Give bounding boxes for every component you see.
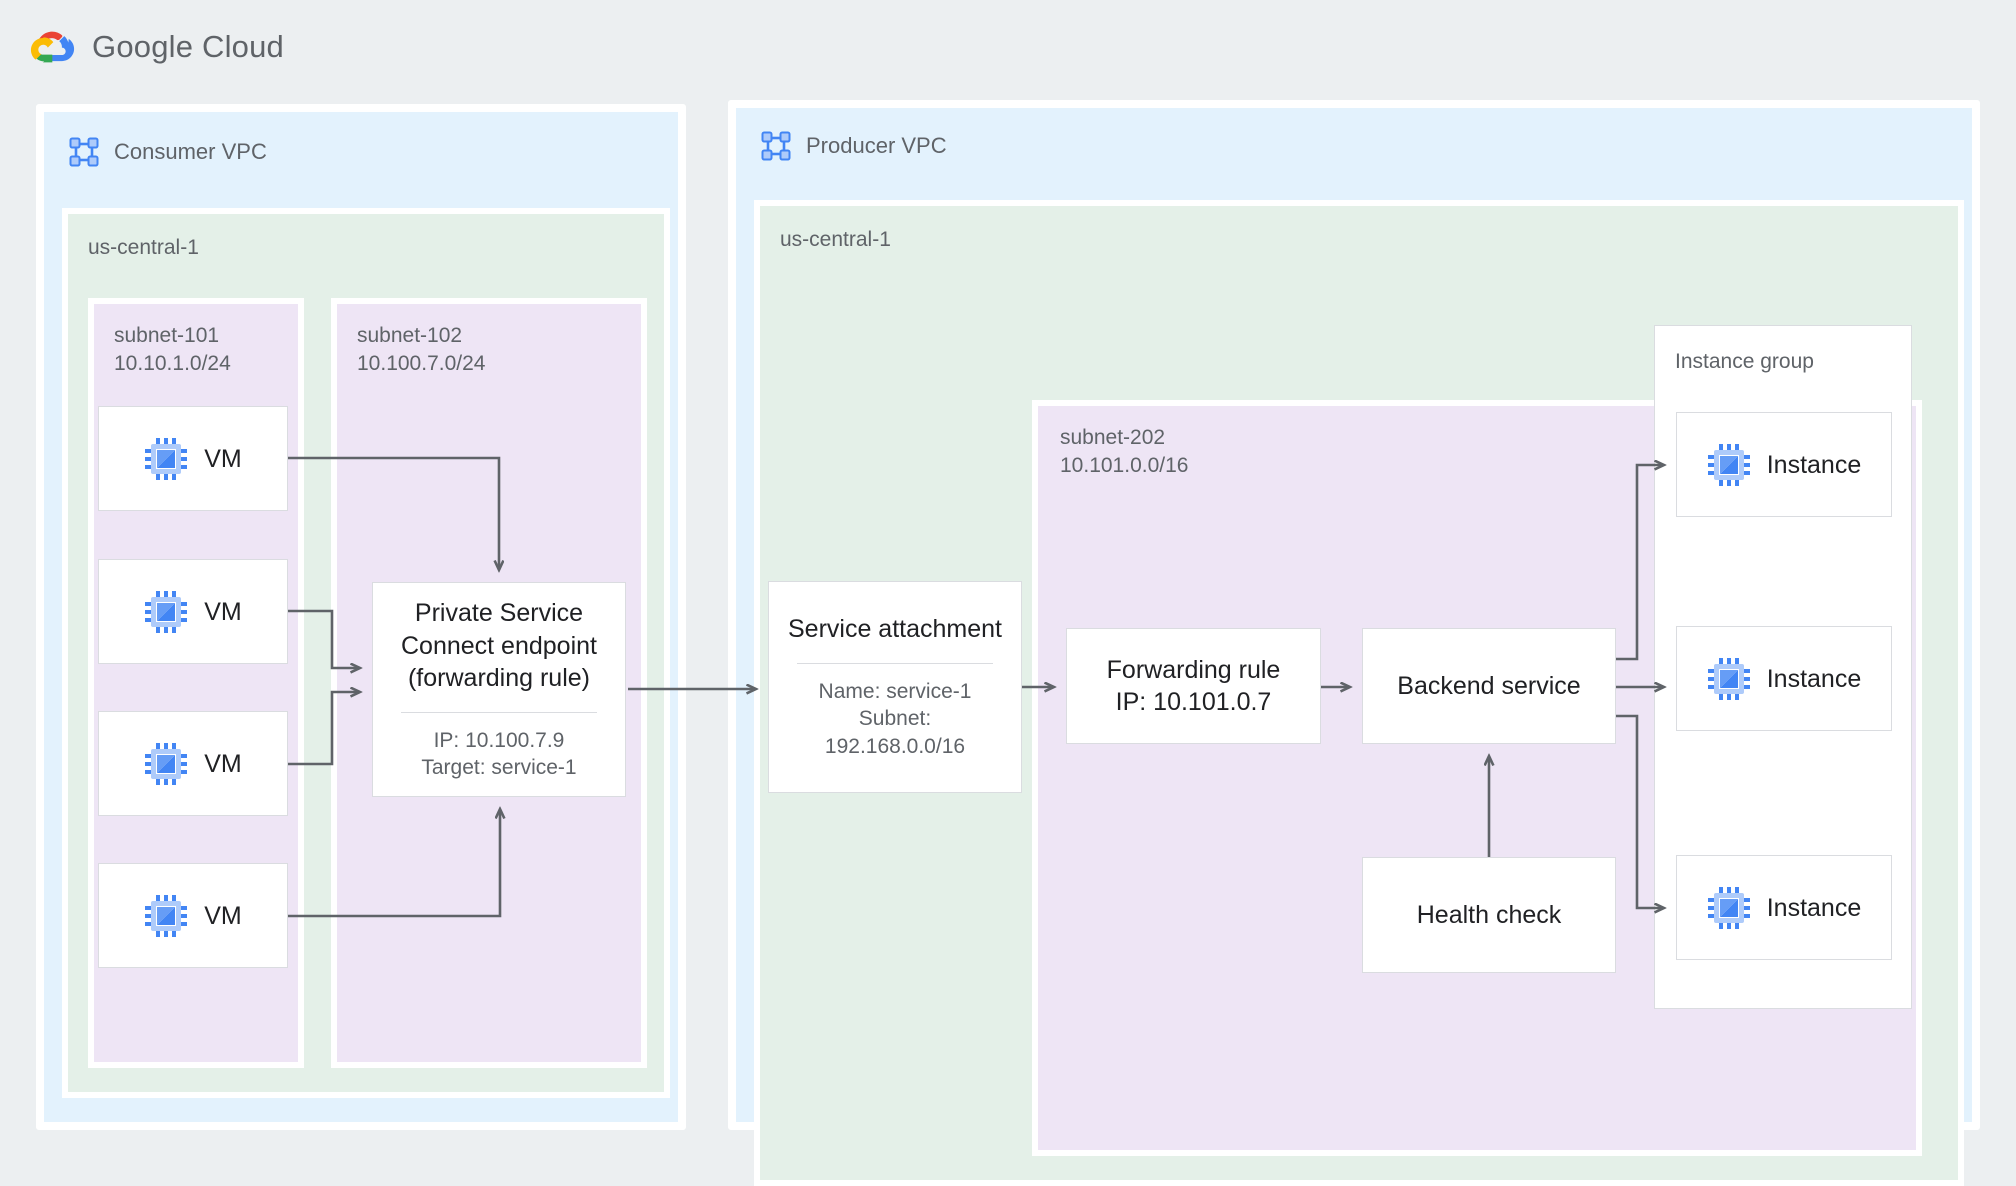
producer-vpc-title: Producer VPC bbox=[760, 130, 947, 162]
subnet-101-name: subnet-101 bbox=[114, 324, 220, 347]
instance-group-label: Instance group bbox=[1675, 350, 1814, 373]
brand-header: Google Cloud bbox=[30, 24, 284, 70]
health-check-node[interactable]: Health check bbox=[1362, 857, 1616, 973]
vpc-network-icon bbox=[761, 131, 791, 161]
consumer-vm-3[interactable]: VM bbox=[98, 711, 288, 816]
instance-1-label: Instance bbox=[1766, 450, 1862, 479]
vm-chip-icon bbox=[145, 437, 188, 480]
vm-chip-icon bbox=[1707, 657, 1750, 700]
consumer-vpc-label: Consumer VPC bbox=[114, 139, 267, 164]
vm-chip-icon bbox=[1707, 886, 1750, 929]
brand-wordmark: Google Cloud bbox=[92, 29, 284, 64]
psc-endpoint-divider bbox=[400, 711, 598, 713]
producer-vpc-label: Producer VPC bbox=[806, 133, 947, 158]
instance-3[interactable]: Instance bbox=[1676, 855, 1892, 960]
psc-endpoint-node[interactable]: Private Service Connect endpoint (forwar… bbox=[372, 582, 626, 797]
subnet-202-label: subnet-202 10.101.0.0/16 bbox=[1060, 424, 1188, 479]
subnet-202-name: subnet-202 bbox=[1060, 426, 1166, 449]
backend-service-node[interactable]: Backend service bbox=[1362, 628, 1616, 744]
vm-chip-icon bbox=[145, 590, 188, 633]
instance-1[interactable]: Instance bbox=[1676, 412, 1892, 517]
google-cloud-logo-icon bbox=[30, 31, 75, 63]
service-attachment-title: Service attachment bbox=[788, 615, 1002, 644]
consumer-vm-2[interactable]: VM bbox=[98, 559, 288, 664]
service-attachment-meta: Name: service-1 Subnet: 192.168.0.0/16 bbox=[818, 679, 972, 759]
producer-region-label: us-central-1 bbox=[780, 228, 891, 251]
consumer-region-label: us-central-1 bbox=[88, 236, 199, 259]
forwarding-rule-title: Forwarding rule IP: 10.101.0.7 bbox=[1106, 655, 1281, 717]
forwarding-rule-node[interactable]: Forwarding rule IP: 10.101.0.7 bbox=[1066, 628, 1321, 744]
psc-endpoint-title: Private Service Connect endpoint (forwar… bbox=[401, 599, 597, 693]
subnet-102-name: subnet-102 bbox=[357, 324, 463, 347]
psc-endpoint-meta: IP: 10.100.7.9 Target: service-1 bbox=[421, 728, 577, 780]
vm-chip-icon bbox=[145, 742, 188, 785]
consumer-vm-2-label: VM bbox=[204, 597, 242, 626]
instance-2[interactable]: Instance bbox=[1676, 626, 1892, 731]
backend-service-title: Backend service bbox=[1397, 671, 1581, 700]
instance-2-label: Instance bbox=[1766, 664, 1862, 693]
subnet-101-cidr: 10.10.1.0/24 bbox=[114, 351, 231, 375]
vm-chip-icon bbox=[1707, 443, 1750, 486]
subnet-101-label: subnet-101 10.10.1.0/24 bbox=[114, 322, 231, 377]
subnet-202-cidr: 10.101.0.0/16 bbox=[1060, 453, 1189, 477]
consumer-vm-1-label: VM bbox=[204, 444, 242, 473]
consumer-vm-4[interactable]: VM bbox=[98, 863, 288, 968]
vm-chip-icon bbox=[145, 894, 188, 937]
subnet-102-cidr: 10.100.7.0/24 bbox=[357, 351, 486, 375]
instance-3-label: Instance bbox=[1766, 893, 1862, 922]
service-attachment-node[interactable]: Service attachment Name: service-1 Subne… bbox=[768, 581, 1022, 793]
subnet-102-label: subnet-102 10.100.7.0/24 bbox=[357, 322, 485, 377]
consumer-vm-3-label: VM bbox=[204, 749, 242, 778]
consumer-vm-1[interactable]: VM bbox=[98, 406, 288, 511]
consumer-vpc-title: Consumer VPC bbox=[68, 136, 267, 168]
consumer-vm-4-label: VM bbox=[204, 901, 242, 930]
health-check-title: Health check bbox=[1416, 900, 1562, 929]
vpc-network-icon bbox=[69, 137, 99, 167]
service-attachment-divider bbox=[796, 662, 994, 664]
